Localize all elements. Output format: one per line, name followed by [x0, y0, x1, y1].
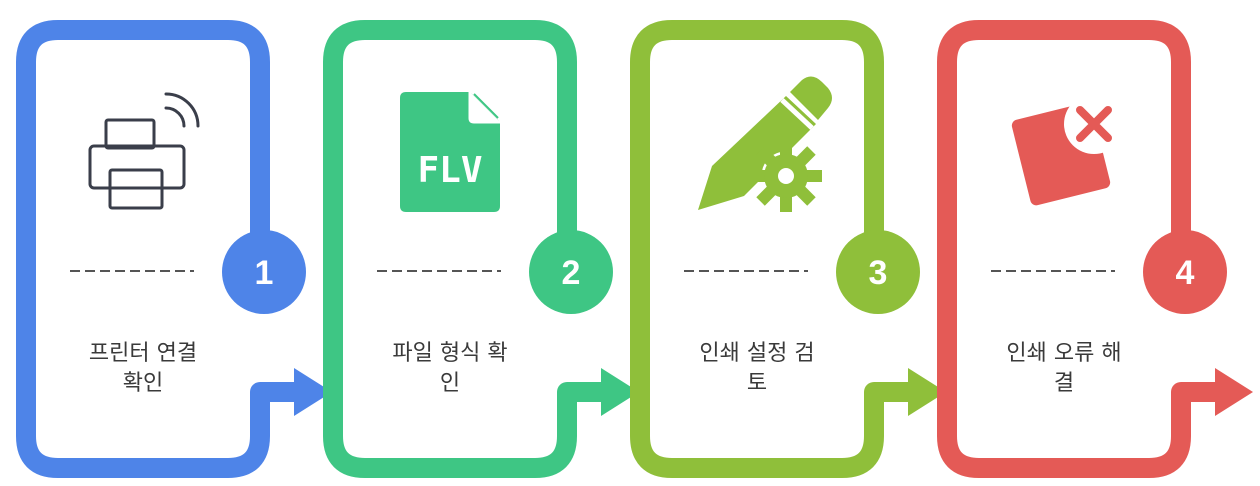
step-4-label-line1: 인쇄 오류 해 — [1006, 341, 1122, 366]
step-2-arrow-head — [601, 368, 639, 416]
step-4-number: 4 — [1176, 254, 1195, 292]
page-error-icon — [1011, 94, 1124, 206]
step-2-badge — [529, 230, 613, 314]
step-3-label: 인쇄 설정 검 토 — [667, 339, 847, 399]
step-1-number: 1 — [255, 254, 274, 292]
step-4-label-line2: 결 — [1053, 371, 1075, 396]
step-3-frame — [630, 20, 910, 478]
step-2-frame — [323, 20, 603, 478]
step-1-label-line1: 프린터 연결 — [88, 341, 198, 366]
step-4-badge — [1143, 230, 1227, 314]
step-2-label-line1: 파일 형식 확 — [392, 341, 508, 366]
step-3-badge — [836, 230, 920, 314]
step-1-label: 프린터 연결 확인 — [53, 339, 233, 399]
step-2: FLV 2 — [323, 20, 639, 478]
step-2-label: 파일 형식 확 인 — [360, 339, 540, 399]
step-4-label: 인쇄 오류 해 결 — [974, 339, 1154, 399]
printer-wireless-icon — [88, 92, 200, 210]
step-3-label-line2: 토 — [746, 371, 768, 396]
flv-file-icon: FLV — [400, 92, 500, 212]
step-1-arrow-head — [294, 368, 332, 416]
step-3-label-line1: 인쇄 설정 검 — [699, 341, 815, 366]
flv-label: FLV — [417, 150, 482, 191]
step-4: 4 — [937, 20, 1253, 478]
step-3-arrow-head — [908, 368, 946, 416]
step-2-label-line2: 인 — [439, 371, 461, 396]
step-1-frame — [16, 20, 296, 478]
step-3-number: 3 — [869, 254, 888, 292]
step-4-frame — [937, 20, 1217, 478]
step-1: 1 — [16, 20, 332, 478]
pencil-gear-icon — [698, 76, 832, 212]
step-3: 3 — [630, 20, 946, 478]
step-1-label-line2: 확인 — [122, 371, 164, 396]
step-4-arrow-head — [1215, 368, 1253, 416]
step-2-number: 2 — [562, 254, 581, 292]
step-1-badge — [222, 230, 306, 314]
